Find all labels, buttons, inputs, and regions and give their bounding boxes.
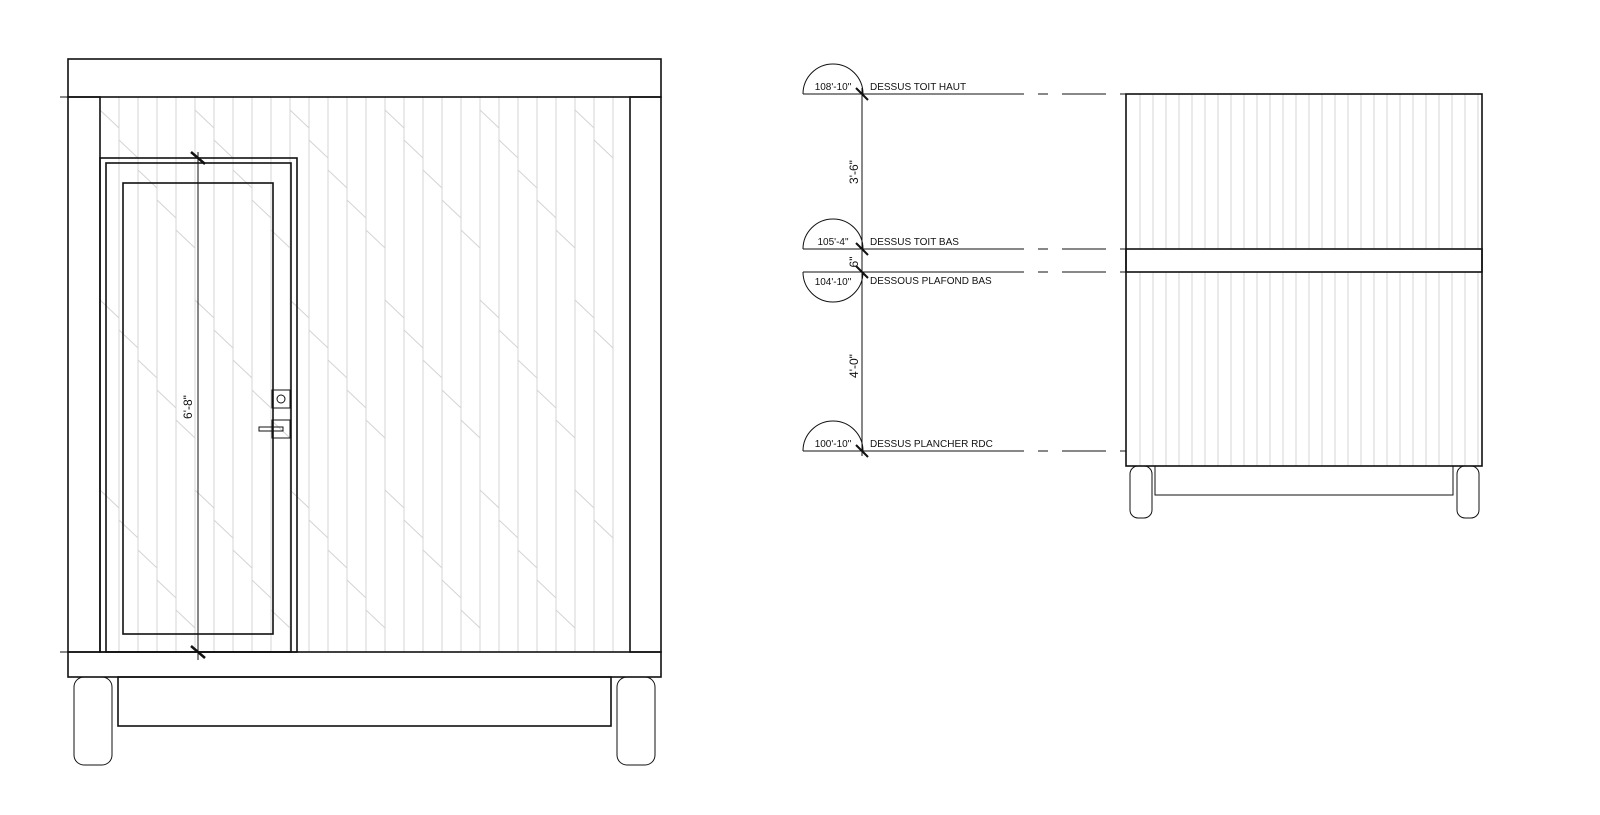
roof-fascia xyxy=(67,58,662,98)
level-symbol-icon xyxy=(802,63,864,95)
door-handle xyxy=(258,426,284,432)
side-foot-left xyxy=(1129,465,1153,519)
level-marker: 104'-10" DESSOUS PLAFOND BAS xyxy=(802,265,1126,303)
level-elevation: 104'-10" xyxy=(815,277,852,288)
level-name: DESSOUS PLAFOND BAS xyxy=(870,276,992,287)
dimension-label: 6" xyxy=(847,257,861,268)
front-elevation: 6'-8" xyxy=(60,58,662,766)
foot-left xyxy=(73,676,113,766)
level-elevation: 100'-10" xyxy=(815,439,852,450)
side-cladding xyxy=(1139,94,1479,466)
dimension-label: 4'-0" xyxy=(847,354,861,378)
front-cladding xyxy=(99,97,614,652)
left-post xyxy=(67,96,101,653)
level-symbol-icon xyxy=(802,420,864,452)
level-name: DESSUS PLANCHER RDC xyxy=(870,439,993,450)
side-skid xyxy=(1154,465,1454,496)
lock-icon xyxy=(271,389,291,409)
level-marker: 105'-4" DESSUS TOIT BAS xyxy=(802,218,1126,256)
level-marker: 108'-10" DESSUS TOIT HAUT xyxy=(802,63,1126,101)
dimension-label: 3'-6" xyxy=(847,160,861,184)
side-elevation: 108'-10" DESSUS TOIT HAUT 105'-4" DESSUS TO… xyxy=(802,63,1483,519)
door-height-label: 6'-8" xyxy=(181,395,195,419)
side-foot-right xyxy=(1456,465,1480,519)
level-name: DESSUS TOIT HAUT xyxy=(870,82,966,93)
level-elevation: 105'-4" xyxy=(817,237,848,248)
right-post xyxy=(629,96,662,653)
level-elevation: 108'-10" xyxy=(815,82,852,93)
skid xyxy=(117,676,612,727)
roof-band xyxy=(1125,248,1483,273)
level-name: DESSUS TOIT BAS xyxy=(870,237,959,248)
foot-right xyxy=(616,676,656,766)
level-symbol-icon xyxy=(802,271,864,303)
floor-band xyxy=(67,651,662,678)
level-marker: 100'-10" DESSUS PLANCHER RDC xyxy=(802,420,1126,458)
level-symbol-icon xyxy=(802,218,864,250)
handle-plate xyxy=(271,419,291,439)
